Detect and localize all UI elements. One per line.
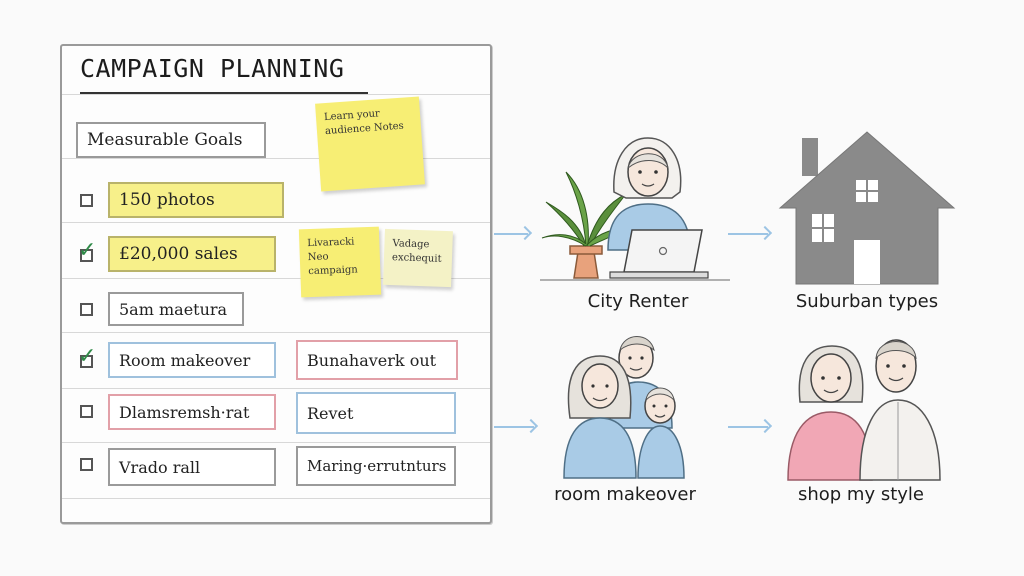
sticky-note-main: Learn your audience Notes	[315, 96, 425, 192]
goal-item: 150 photos	[108, 182, 284, 218]
person-icon	[859, 339, 941, 481]
goal-item: £20,000 sales	[108, 236, 276, 272]
side-box: Revet	[296, 392, 456, 434]
goal-item: Room makeover	[108, 342, 276, 378]
checkbox-unchecked[interactable]	[80, 303, 93, 316]
ruled-line	[62, 442, 490, 443]
caption-suburban-types: Suburban types	[795, 291, 939, 312]
checkbox-unchecked[interactable]	[80, 194, 93, 207]
checkmark-icon: ✓	[78, 344, 97, 369]
goal-item: Dlamsremsh·rat	[108, 394, 276, 430]
person-icon	[787, 345, 873, 481]
sticky-note-line: exchequit	[391, 252, 442, 265]
ruled-line	[62, 158, 490, 159]
house-icon	[778, 131, 956, 285]
couple-illustration	[787, 339, 941, 481]
goal-item: Vrado rall	[108, 448, 276, 486]
checkbox-unchecked[interactable]	[80, 458, 93, 471]
arrow-right-icon	[728, 426, 768, 428]
sticky-note-left: Livaracki Neo campaign	[298, 226, 382, 298]
goal-item: 5am maetura	[108, 292, 244, 326]
checkbox-checked[interactable]	[80, 355, 93, 368]
laptop-icon	[609, 229, 709, 279]
ruled-line	[62, 388, 490, 389]
ruled-line	[62, 498, 490, 499]
caption-shop-my-style: shop my style	[797, 484, 925, 505]
family-illustration	[563, 336, 685, 479]
city-renter-illustration	[540, 137, 730, 281]
title-underline	[80, 92, 368, 94]
side-box: Bunahaverk out	[296, 340, 458, 380]
page-title: CAMPAIGN PLANNING	[80, 54, 345, 83]
side-box: Maring·errutnturs	[296, 446, 456, 486]
checkbox-unchecked[interactable]	[80, 405, 93, 418]
ruled-line	[62, 222, 490, 223]
sticky-note-right: Vadage exchequit	[383, 228, 453, 288]
arrow-right-icon	[728, 233, 768, 235]
person-icon	[563, 355, 637, 479]
checkmark-icon: ✓	[78, 238, 97, 263]
ruled-line	[62, 94, 490, 95]
person-icon	[607, 137, 691, 251]
sticky-note-line: Neo campaign	[307, 251, 358, 278]
arrow-right-icon	[494, 426, 534, 428]
arrow-right-icon	[494, 233, 528, 235]
ruled-line	[62, 278, 490, 279]
person-icon	[637, 387, 685, 479]
checkbox-checked[interactable]	[80, 249, 93, 262]
caption-city-renter: City Renter	[587, 291, 689, 312]
goals-header: Measurable Goals	[76, 122, 266, 158]
plant-icon	[541, 171, 630, 279]
caption-room-makeover: room makeover	[554, 484, 696, 505]
ruled-line	[62, 332, 490, 333]
